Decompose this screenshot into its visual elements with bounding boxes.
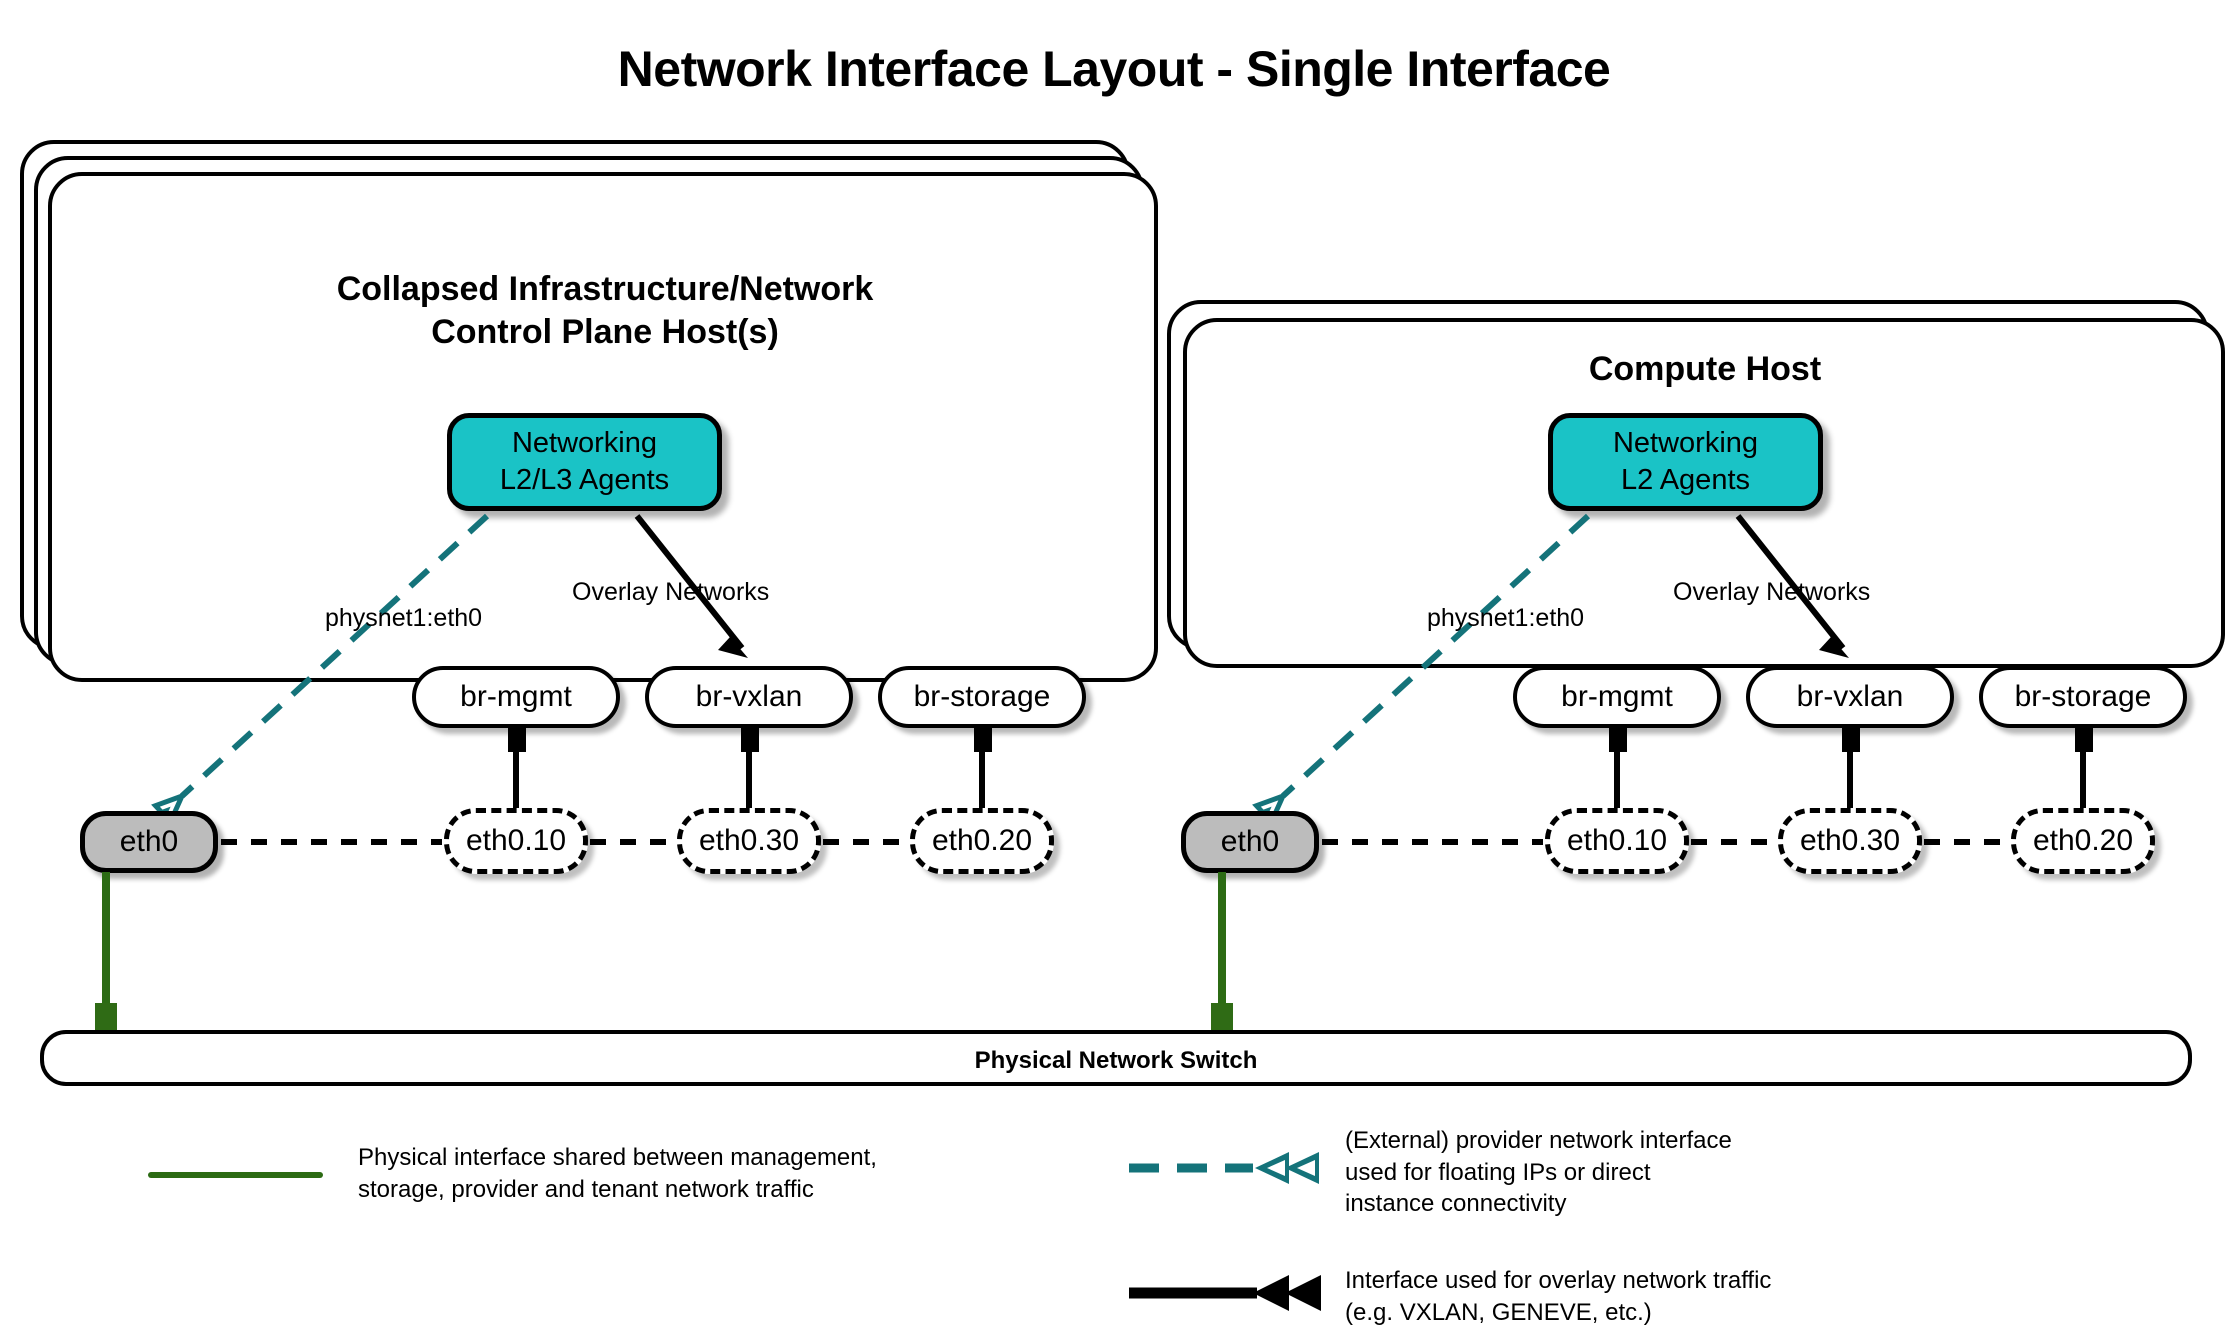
switch-port-compute bbox=[1211, 1003, 1233, 1035]
eth0-pill-control-plane[interactable]: eth0 bbox=[80, 811, 218, 873]
bridge-pill-br-storage-control-plane[interactable]: br-storage bbox=[878, 666, 1086, 728]
bridge-port-br-storage-compute bbox=[2075, 726, 2093, 752]
legend-overlay-icon bbox=[1129, 1275, 1321, 1311]
provider-edge-compute bbox=[1280, 513, 1591, 799]
host-title-control-plane: Collapsed Infrastructure/Network Control… bbox=[70, 268, 1140, 353]
vlan-pill-eth0-30-control-plane[interactable]: eth0.30 bbox=[677, 808, 821, 874]
vlan-pill-eth0-20-control-plane[interactable]: eth0.20 bbox=[910, 808, 1054, 874]
bridge-link-br-vxlan-compute bbox=[1847, 750, 1853, 812]
agent-box-control-plane[interactable]: Networking L2/L3 Agents bbox=[447, 413, 722, 511]
vlan-pill-eth0-10-control-plane[interactable]: eth0.10 bbox=[444, 808, 588, 874]
bridge-port-br-vxlan-compute bbox=[1842, 726, 1860, 752]
bridge-port-br-storage-control-plane bbox=[974, 726, 992, 752]
vlan-pill-eth0-30-compute[interactable]: eth0.30 bbox=[1778, 808, 1922, 874]
vlan-pill-eth0-20-compute[interactable]: eth0.20 bbox=[2011, 808, 2155, 874]
host-title-compute: Compute Host bbox=[1200, 348, 2210, 391]
overlay-label-control-plane: Overlay Networks bbox=[572, 578, 770, 606]
physical-cable-control-plane bbox=[102, 872, 110, 1022]
bridge-link-br-storage-control-plane bbox=[979, 750, 985, 812]
provider-edge-control-plane bbox=[179, 513, 490, 799]
bridge-port-br-vxlan-control-plane bbox=[741, 726, 759, 752]
page-title: Network Interface Layout - Single Interf… bbox=[617, 41, 1611, 97]
bridge-pill-br-vxlan-control-plane[interactable]: br-vxlan bbox=[645, 666, 853, 728]
bridge-port-br-mgmt-compute bbox=[1609, 726, 1627, 752]
agent-label-line1: Networking bbox=[511, 426, 658, 459]
physical-cable-compute bbox=[1218, 872, 1226, 1022]
agent-box-compute[interactable]: Networking L2 Agents bbox=[1548, 413, 1823, 511]
bridge-link-br-mgmt-control-plane bbox=[513, 750, 519, 812]
overlay-edge-compute bbox=[1735, 514, 1846, 650]
vlan-pill-eth0-10-compute[interactable]: eth0.10 bbox=[1545, 808, 1689, 874]
legend-overlay-arrowhead bbox=[1253, 1275, 1321, 1311]
bridge-pill-br-mgmt-control-plane[interactable]: br-mgmt bbox=[412, 666, 620, 728]
switch-port-control-plane bbox=[95, 1003, 117, 1035]
overlay-edge-control-plane bbox=[634, 514, 745, 650]
physical-network-switch[interactable]: Physical Network Switch bbox=[40, 1030, 2192, 1086]
bridge-link-br-storage-compute bbox=[2080, 750, 2086, 812]
host-title-line1: Compute Host bbox=[1588, 350, 1822, 388]
agent-label-line1: Networking bbox=[1612, 426, 1759, 459]
provider-label-compute: physnet1:eth0 bbox=[1427, 604, 1585, 632]
legend-physical-text: Physical interface shared between manage… bbox=[358, 1144, 877, 1203]
legend-provider-icon bbox=[1129, 1152, 1319, 1184]
overlay-arrowhead-compute bbox=[1819, 637, 1849, 658]
bridge-link-br-vxlan-control-plane bbox=[746, 750, 752, 812]
overlay-label-compute: Overlay Networks bbox=[1673, 578, 1871, 606]
eth0-pill-compute[interactable]: eth0 bbox=[1181, 811, 1319, 873]
host-title-line2: Control Plane Host(s) bbox=[431, 312, 779, 351]
provider-label-control-plane: physnet1:eth0 bbox=[325, 604, 483, 632]
bridge-link-br-mgmt-compute bbox=[1614, 750, 1620, 812]
switch-label: Physical Network Switch bbox=[974, 1047, 1258, 1074]
legend-overlay-text: Interface used for overlay network traff… bbox=[1345, 1267, 1772, 1326]
legend-provider-arrowhead bbox=[1255, 1152, 1319, 1184]
legend-physical-line-icon bbox=[148, 1172, 323, 1178]
agent-label-line2: L2 Agents bbox=[1621, 464, 1750, 496]
legend-provider-text: (External) provider network interface us… bbox=[1345, 1127, 1732, 1218]
host-title-line1: Collapsed Infrastructure/Network bbox=[336, 270, 874, 308]
agent-label-line2: L2/L3 Agents bbox=[499, 464, 670, 496]
bridge-port-br-mgmt-control-plane bbox=[508, 726, 526, 752]
overlay-arrowhead-control-plane bbox=[718, 637, 748, 658]
